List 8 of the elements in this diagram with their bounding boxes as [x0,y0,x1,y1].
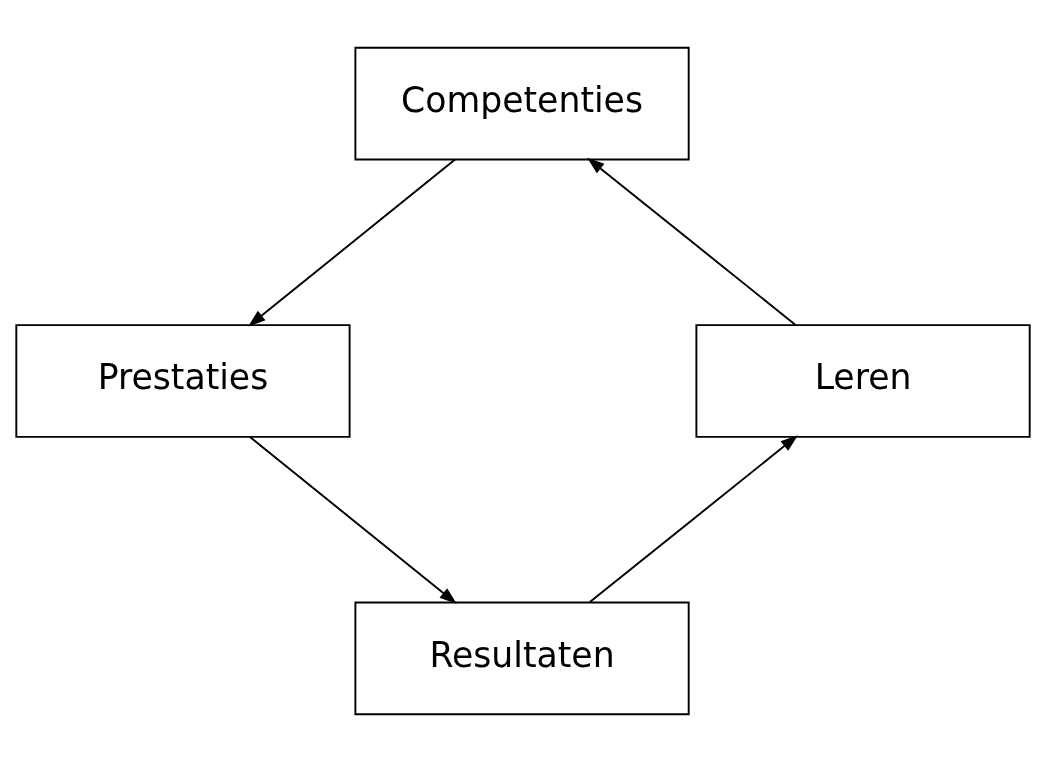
node-box: Leren [695,324,1031,438]
arrow [249,436,457,604]
arrow [248,158,456,327]
node-box: Resultaten [354,601,690,716]
arrow [588,435,798,604]
arrow [587,157,797,326]
node-box: Prestaties [15,324,351,438]
node-box: Competenties [354,46,690,161]
